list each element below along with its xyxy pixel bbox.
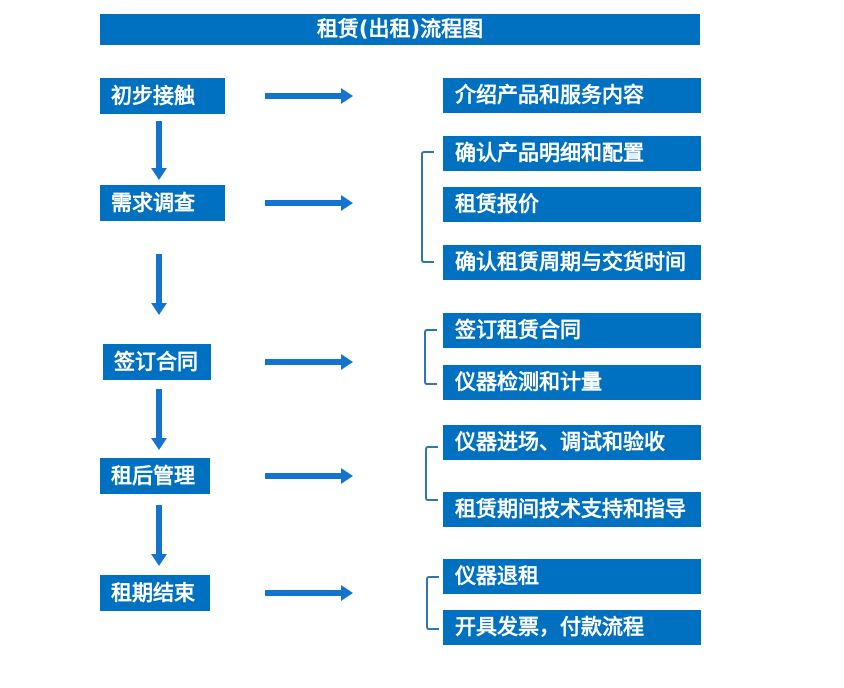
arrow-stem bbox=[156, 389, 162, 438]
group-bracket-post-rental bbox=[425, 446, 438, 501]
arrow-stem bbox=[265, 200, 341, 206]
detail-box-instrument-setup: 仪器进场、调试和验收 bbox=[443, 425, 701, 460]
detail-box-instrument-return: 仪器退租 bbox=[443, 559, 701, 594]
right-arrow-1 bbox=[265, 88, 353, 104]
right-arrow-2 bbox=[265, 195, 353, 211]
arrow-stem bbox=[265, 590, 341, 596]
arrow-head bbox=[341, 354, 353, 370]
arrow-head bbox=[341, 468, 353, 484]
detail-box-introduce-products: 介绍产品和服务内容 bbox=[443, 78, 701, 113]
detail-box-confirm-product-spec: 确认产品明细和配置 bbox=[443, 136, 701, 171]
arrow-stem bbox=[156, 254, 162, 303]
arrow-stem bbox=[265, 473, 341, 479]
arrow-stem bbox=[156, 121, 162, 168]
arrow-head bbox=[151, 303, 167, 315]
detail-box-invoice-payment: 开具发票，付款流程 bbox=[443, 610, 701, 645]
down-arrow-1 bbox=[151, 121, 167, 180]
right-arrow-4 bbox=[265, 468, 353, 484]
stage-box-rental-end: 租期结束 bbox=[100, 575, 210, 611]
down-arrow-2 bbox=[151, 254, 167, 315]
stage-box-sign-contract: 签订合同 bbox=[103, 344, 211, 380]
arrow-stem bbox=[265, 359, 341, 365]
stage-box-initial-contact: 初步接触 bbox=[100, 78, 225, 114]
right-arrow-5 bbox=[265, 585, 353, 601]
group-bracket-sign-contract bbox=[424, 329, 437, 385]
detail-box-confirm-period: 确认租赁周期与交货时间 bbox=[443, 245, 701, 280]
right-arrow-3 bbox=[265, 354, 353, 370]
detail-box-tech-support: 租赁期间技术支持和指导 bbox=[443, 492, 701, 527]
group-bracket-rental-end bbox=[426, 576, 439, 630]
detail-box-sign-rental-contract: 签订租赁合同 bbox=[443, 313, 701, 348]
arrow-head bbox=[151, 438, 167, 450]
arrow-head bbox=[151, 168, 167, 180]
arrow-head bbox=[341, 195, 353, 211]
arrow-head bbox=[151, 554, 167, 566]
detail-box-instrument-testing: 仪器检测和计量 bbox=[443, 365, 701, 400]
flowchart-title: 租赁(出租)流程图 bbox=[100, 14, 700, 45]
arrow-stem bbox=[156, 505, 162, 554]
down-arrow-4 bbox=[151, 505, 167, 566]
stage-box-demand-survey: 需求调查 bbox=[100, 185, 225, 221]
group-bracket-demand-survey bbox=[421, 151, 434, 263]
down-arrow-3 bbox=[151, 389, 167, 450]
detail-box-rental-quote: 租赁报价 bbox=[443, 187, 701, 222]
stage-box-post-rental-management: 租后管理 bbox=[100, 458, 210, 494]
arrow-stem bbox=[265, 93, 341, 99]
arrow-head bbox=[341, 88, 353, 104]
arrow-head bbox=[341, 585, 353, 601]
